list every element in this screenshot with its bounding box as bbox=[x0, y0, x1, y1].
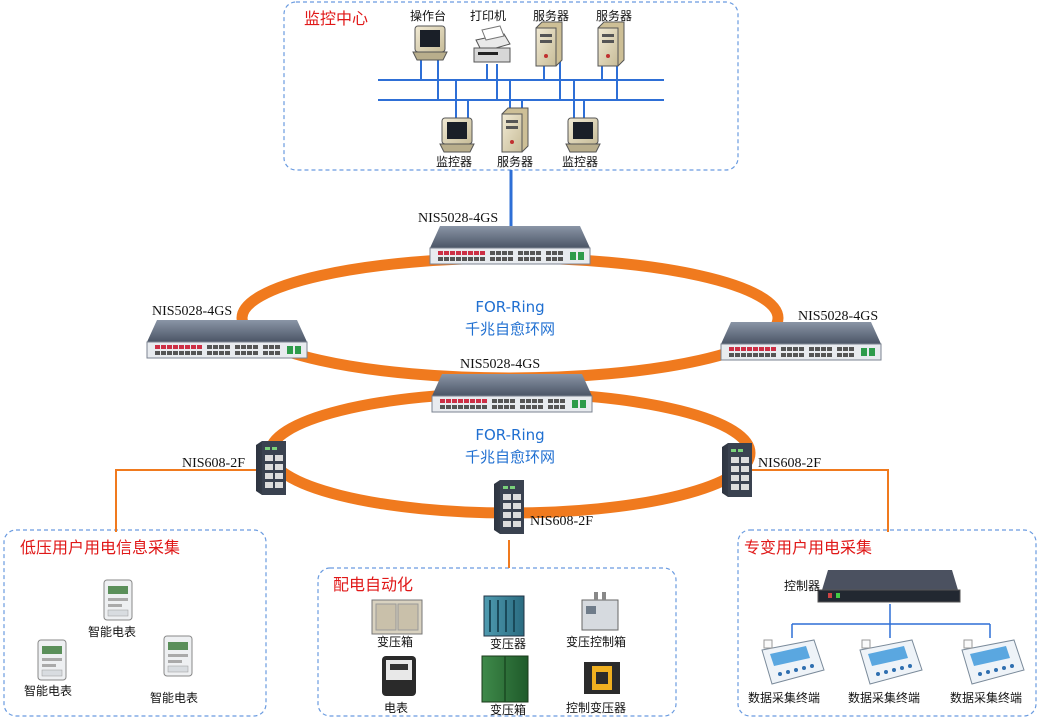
switch-right bbox=[720, 321, 882, 361]
data-terminal-icon bbox=[859, 639, 923, 685]
control-transformer-icon bbox=[584, 662, 620, 694]
upper-ring-sublabel: 千兆自愈环网 bbox=[465, 320, 555, 338]
switch-label: NIS608-2F bbox=[530, 514, 593, 529]
switch-label: NIS5028-4GS bbox=[152, 304, 232, 319]
controller-links bbox=[791, 604, 991, 638]
switch-label: NIS5028-4GS bbox=[460, 357, 540, 372]
electric-meter-icon bbox=[382, 656, 416, 696]
monitoring-center-title: 监控中心 bbox=[304, 9, 368, 28]
field-links bbox=[115, 469, 889, 568]
device-label: 监控器 bbox=[562, 155, 598, 169]
server-icon bbox=[597, 21, 625, 67]
switch-center bbox=[431, 373, 593, 413]
distribution-box bbox=[317, 567, 677, 717]
controller-icon bbox=[817, 570, 961, 603]
device-label: 控制变压器 bbox=[566, 700, 626, 715]
switch-label: NIS5028-4GS bbox=[798, 309, 878, 324]
bus-lines bbox=[378, 60, 664, 226]
switch-top bbox=[429, 225, 591, 265]
switch-industrial-left bbox=[256, 441, 286, 495]
monitor-icon bbox=[439, 117, 475, 153]
meter-label: 智能电表 bbox=[150, 690, 198, 705]
printer-icon bbox=[473, 25, 511, 63]
server-icon bbox=[535, 21, 563, 67]
smart-meter-icon bbox=[103, 579, 133, 621]
lower-ring-label: FOR-Ring bbox=[475, 426, 544, 444]
low-voltage-box bbox=[3, 529, 267, 717]
smart-meter-icon bbox=[37, 639, 67, 681]
device-label: 电表 bbox=[384, 701, 408, 715]
data-terminal-icon bbox=[761, 639, 825, 685]
control-box-icon bbox=[581, 592, 619, 631]
dedicated-box bbox=[737, 529, 1037, 717]
device-label: 变压控制箱 bbox=[566, 634, 626, 649]
lower-ring-sublabel: 千兆自愈环网 bbox=[465, 448, 555, 466]
device-label: 变压箱 bbox=[377, 634, 413, 649]
low-voltage-title: 低压用户用电信息采集 bbox=[20, 538, 180, 557]
terminal-label: 数据采集终端 bbox=[950, 690, 1022, 705]
device-label: 服务器 bbox=[533, 8, 569, 23]
upper-ring-label: FOR-Ring bbox=[475, 298, 544, 316]
smart-meter-icon bbox=[163, 635, 193, 677]
device-label: 变压器 bbox=[490, 636, 526, 651]
terminal-label: 数据采集终端 bbox=[848, 690, 920, 705]
switch-label: NIS5028-4GS bbox=[418, 211, 498, 226]
device-label: 打印机 bbox=[470, 9, 506, 23]
transformer-icon bbox=[483, 595, 525, 637]
switch-industrial-right bbox=[722, 443, 752, 497]
switch-industrial-mid bbox=[494, 480, 524, 534]
dedicated-title: 专变用户用电采集 bbox=[744, 538, 872, 557]
transformer-box-icon bbox=[371, 599, 423, 635]
monitor-icon bbox=[565, 117, 601, 153]
device-label: 服务器 bbox=[497, 154, 533, 169]
switch-label: NIS608-2F bbox=[182, 456, 245, 471]
data-terminal-icon bbox=[961, 639, 1025, 685]
switch-left bbox=[146, 319, 308, 359]
meter-label: 智能电表 bbox=[24, 683, 72, 698]
switch-label: NIS608-2F bbox=[758, 456, 821, 471]
device-label: 监控器 bbox=[436, 155, 472, 169]
device-label: 变压箱 bbox=[490, 702, 526, 717]
distribution-title: 配电自动化 bbox=[333, 575, 413, 594]
device-label: 操作台 bbox=[410, 8, 446, 23]
console-icon bbox=[412, 25, 448, 61]
terminal-label: 数据采集终端 bbox=[748, 690, 820, 705]
transformer-box-icon bbox=[481, 655, 529, 703]
controller-label: 控制器 bbox=[784, 579, 820, 593]
meter-label: 智能电表 bbox=[88, 624, 136, 639]
device-label: 服务器 bbox=[596, 8, 632, 23]
server-icon bbox=[501, 107, 529, 153]
